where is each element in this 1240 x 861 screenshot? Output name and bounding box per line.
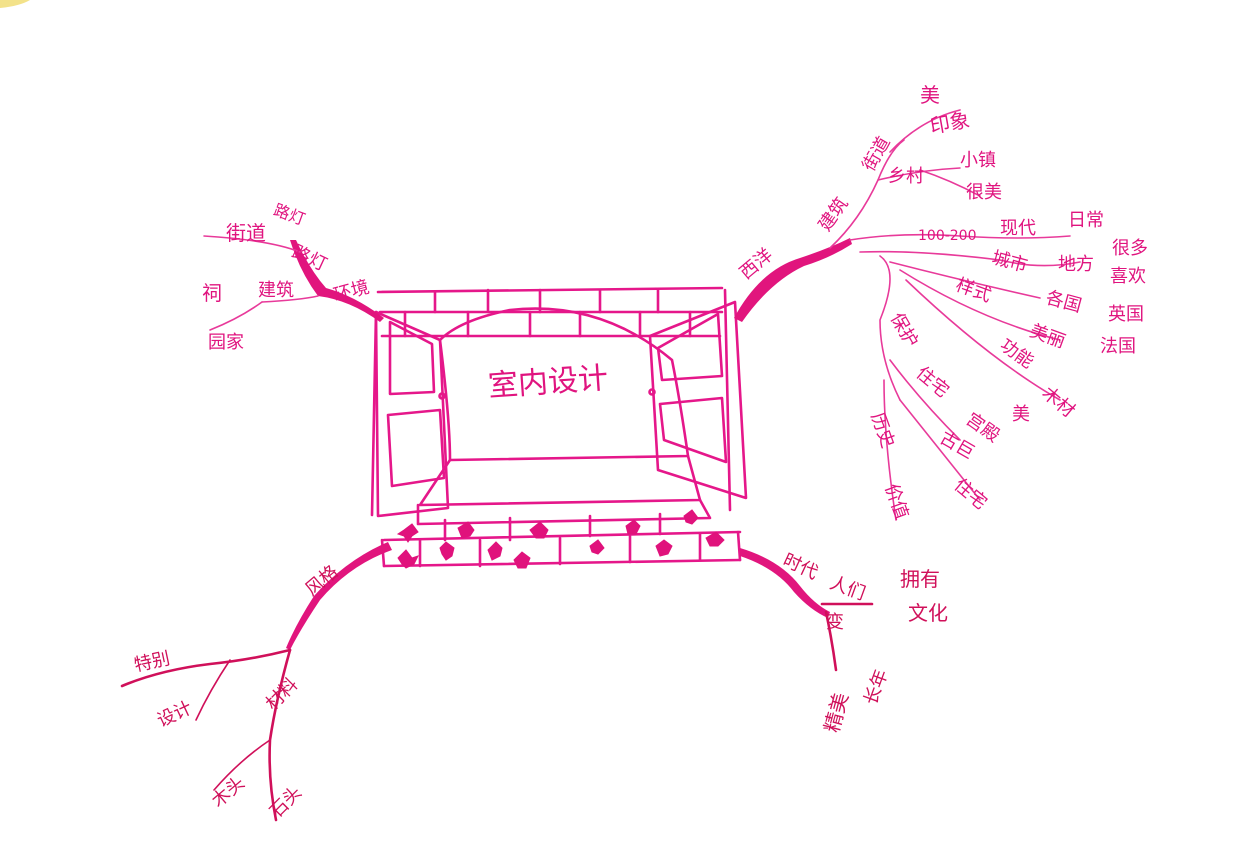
- tr-village-c1: 小镇: [960, 150, 996, 171]
- tr-places-c1: 地方: [1058, 254, 1094, 275]
- tr-style-c2: 美丽: [1027, 320, 1068, 352]
- tr-value1: 历史: [866, 410, 898, 451]
- br-sub2-child1: 长年: [860, 667, 892, 708]
- tr-country2: 法国: [1100, 336, 1136, 357]
- tr-places-label: 城市: [990, 247, 1030, 277]
- tr-period-label: 100-200: [918, 228, 977, 244]
- tl-main-label: 环境: [331, 277, 371, 307]
- tl-top-extra: 路灯: [271, 200, 308, 229]
- tr-func-c2: 美: [1012, 404, 1030, 425]
- tr-value2: 价值: [880, 481, 912, 522]
- tr-history-c1: 住宅: [912, 363, 953, 402]
- br-sub2-label: 变: [826, 612, 844, 633]
- window-illustration: [370, 286, 748, 569]
- bl-sub1-label: 材料: [262, 674, 302, 714]
- tr-mid-leaf2: 印象: [928, 108, 972, 139]
- tl-sub2-label: 建筑: [258, 280, 294, 301]
- branch-top-right: [734, 109, 1081, 521]
- center-title: 室内设计: [487, 361, 609, 404]
- tl-sub1-child-label: 街道: [226, 221, 266, 245]
- tl-sub2-child-label: 祠: [202, 281, 222, 305]
- bl-sub3-child1: 木头: [208, 773, 249, 812]
- tl-sub2-child2-label: 园家: [208, 332, 244, 353]
- br-sub1-child2: 文化: [908, 601, 948, 625]
- tr-period-c2: 日常: [1068, 210, 1104, 231]
- bl-sub2-label: 设计: [154, 697, 196, 731]
- tr-func-c1: 木材: [1038, 383, 1079, 422]
- tr-period-c1: 现代: [1000, 218, 1036, 239]
- br-sub2-child2: 精美: [819, 690, 853, 735]
- ivy-leaves: [396, 509, 725, 569]
- tr-village-c2: 很美: [966, 182, 1002, 203]
- tr-style-label: 样式: [953, 274, 994, 306]
- tr-village-label: 乡村: [888, 166, 924, 187]
- tr-history-c4: 住宅: [950, 475, 991, 514]
- tr-mid-leaf1: 美: [920, 83, 940, 107]
- tr-places-c3: 喜欢: [1110, 266, 1146, 287]
- paper-corner-mark: [0, 0, 30, 8]
- br-sub1-label: 人们: [827, 572, 868, 604]
- br-sub1-child1: 拥有: [900, 567, 940, 591]
- tr-places-c2: 很多: [1112, 238, 1148, 259]
- tr-style-c1: 各国: [1044, 287, 1084, 317]
- branch-bottom-left: [120, 542, 392, 822]
- tr-country1: 英国: [1108, 304, 1144, 325]
- branch-top-left: [203, 235, 384, 331]
- branch-bottom-right: [740, 548, 874, 672]
- tr-history-label: 保护: [886, 309, 922, 351]
